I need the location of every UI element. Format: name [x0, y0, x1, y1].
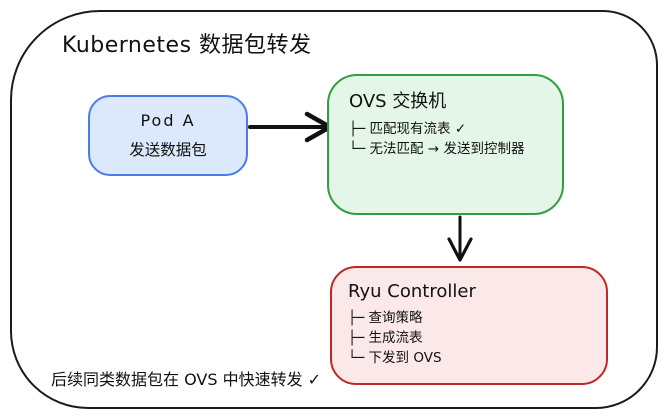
node-ryu-item-generate-flow: ├─ 生成流表 — [348, 330, 423, 346]
node-ovs-switch: OVS 交换机 ├─ 匹配现有流表 ✓ └─ 无法匹配 → 发送到控制器 — [327, 74, 564, 215]
node-ovs-item-miss: └─ 无法匹配 → 发送到控制器 — [349, 141, 525, 157]
node-pod-a-title: Pod A — [140, 111, 196, 130]
outer-frame — [10, 10, 658, 409]
node-pod-a: Pod A 发送数据包 — [88, 95, 248, 176]
node-ryu-item-push-to-ovs: └─ 下发到 OVS — [348, 350, 442, 366]
node-ryu-title: Ryu Controller — [348, 281, 476, 302]
diagram-title: Kubernetes 数据包转发 — [62, 33, 312, 58]
node-ryu-controller: Ryu Controller ├─ 查询策略 ├─ 生成流表 └─ 下发到 OV… — [330, 266, 608, 385]
node-ovs-title: OVS 交换机 — [349, 91, 447, 112]
node-ryu-item-query-policy: ├─ 查询策略 — [348, 310, 423, 326]
node-pod-a-subtitle: 发送数据包 — [129, 141, 207, 159]
node-ovs-item-match: ├─ 匹配现有流表 ✓ — [349, 121, 467, 137]
footer-note: 后续同类数据包在 OVS 中快速转发 ✓ — [51, 370, 322, 389]
